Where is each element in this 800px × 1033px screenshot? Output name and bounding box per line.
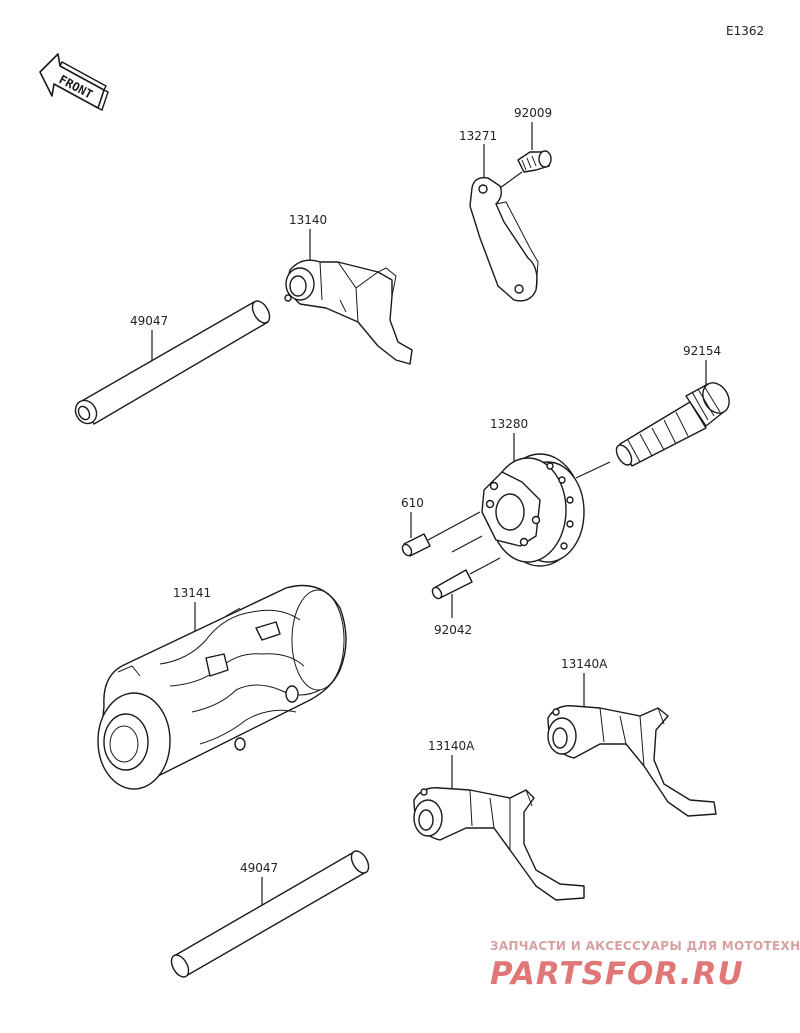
part-92009-screw: 92009: [514, 106, 552, 173]
front-arrow-icon: FRONT: [39, 53, 109, 111]
label-13140A-right: 13140A: [561, 657, 608, 671]
label-49047-bottom: 49047: [240, 861, 278, 875]
part-13271-plate: 13271: [459, 129, 539, 302]
watermark-tagline: ЗАПЧАСТИ И АКСЕССУАРЫ ДЛЯ МОТОТЕХНИКИ: [490, 939, 800, 953]
part-13141-shift-drum: 13141: [97, 584, 347, 790]
label-610: 610: [401, 496, 424, 510]
label-92009: 92009: [514, 106, 552, 120]
part-49047-shaft-top: 49047: [74, 300, 271, 425]
part-92042-pin: 92042: [431, 557, 501, 637]
diagram-code: E1362: [726, 24, 764, 38]
part-13140A-shift-fork-left: 13140A: [413, 739, 585, 901]
label-13271: 13271: [459, 129, 497, 143]
label-13140: 13140: [289, 213, 327, 227]
part-610-pin: 610: [401, 496, 481, 557]
label-13280: 13280: [490, 417, 528, 431]
part-13140-shift-fork: 13140: [284, 213, 413, 365]
part-13280-drum-plate: 13280: [451, 417, 585, 567]
watermark: ЗАПЧАСТИ И АКСЕССУАРЫ ДЛЯ МОТОТЕХНИКИ PA…: [490, 939, 800, 992]
label-92154: 92154: [683, 344, 721, 358]
label-13140A-left: 13140A: [428, 739, 475, 753]
label-13141: 13141: [173, 586, 211, 600]
label-49047-top: 49047: [130, 314, 168, 328]
part-49047-shaft-bottom: 49047: [170, 850, 370, 978]
part-92154-bolt: 92154: [575, 344, 730, 479]
part-13140A-shift-fork-right: 13140A: [547, 657, 717, 817]
watermark-logo: PARTSFOR.RU: [490, 956, 744, 992]
label-92042: 92042: [434, 623, 472, 637]
